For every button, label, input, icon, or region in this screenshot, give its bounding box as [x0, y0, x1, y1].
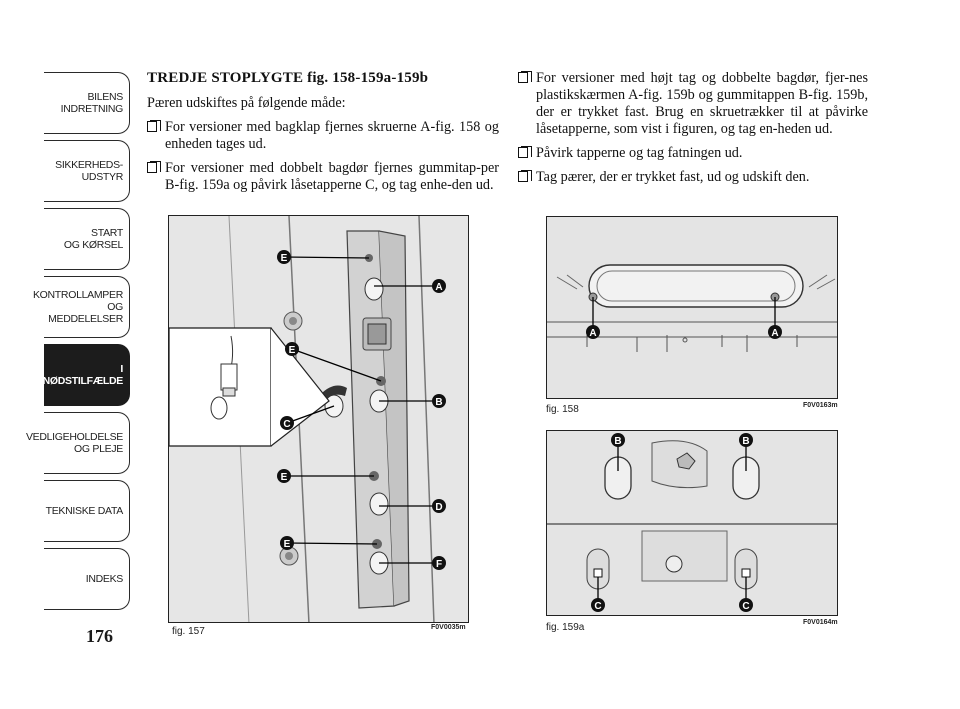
- figure-code: F0V0035m: [431, 624, 466, 631]
- figure-157: E A E B C E D E F: [168, 215, 469, 623]
- tab-label: TEKNISKE DATA: [45, 505, 124, 517]
- list-item-text: For versioner med dobbelt bagdør fjernes…: [165, 160, 499, 193]
- callout-letter: A: [589, 328, 596, 339]
- callout-letter: B: [742, 436, 749, 447]
- callout-letter: C: [283, 419, 290, 430]
- callout-a-right: A: [768, 325, 782, 339]
- callout-b-right: B: [739, 433, 753, 447]
- page-number: 176: [86, 626, 113, 646]
- callout-c-left: C: [591, 598, 605, 612]
- double-door-mounting-illustration: B B C C: [547, 431, 837, 615]
- taillight-assembly-illustration: E A E B C E D E F: [169, 216, 468, 622]
- tab-kontrollamper[interactable]: KONTROLLAMPER OG MEDDELELSER: [33, 276, 130, 338]
- checkbox-bullet-icon: [518, 146, 532, 158]
- right-column: For versioner med højt tag og dobbelte b…: [518, 70, 868, 193]
- checkbox-bullet-icon: [147, 120, 161, 132]
- callout-c: C: [280, 416, 294, 430]
- callout-a: A: [432, 279, 446, 293]
- list-item-text: Påvirk tapperne og tag fatningen ud.: [536, 145, 743, 161]
- list-item: Påvirk tapperne og tag fatningen ud.: [518, 145, 868, 162]
- tab-label: VEDLIGEHOLDELSE OG PLEJE: [25, 431, 123, 455]
- figure-code: F0V0164m: [803, 619, 838, 626]
- callout-e-2: E: [285, 342, 299, 356]
- callout-e-1: E: [277, 250, 291, 264]
- tab-label: INDEKS: [85, 573, 124, 585]
- tab-tekniske-data[interactable]: TEKNISKE DATA: [44, 480, 130, 542]
- list-item: For versioner med dobbelt bagdør fjernes…: [147, 160, 499, 194]
- list-item: Tag pærer, der er trykket fast, ud og ud…: [518, 169, 868, 186]
- callout-letter: A: [771, 328, 778, 339]
- callout-letter: A: [435, 282, 442, 293]
- tab-label: KONTROLLAMPER OG MEDDELELSER: [32, 289, 123, 325]
- figure-caption: fig. 159a: [546, 622, 585, 633]
- callout-letter: E: [284, 539, 291, 550]
- third-brake-light-illustration: A A: [547, 217, 837, 398]
- list-item: For versioner med højt tag og dobbelte b…: [518, 70, 868, 138]
- callout-letter: C: [742, 601, 749, 612]
- tab-start-og-korsel[interactable]: START OG KØRSEL: [44, 208, 130, 270]
- callout-e-4: E: [280, 536, 294, 550]
- callout-c-right: C: [739, 598, 753, 612]
- figure-caption: fig. 157: [172, 626, 205, 637]
- tab-bilens-indretning[interactable]: BILENS INDRETNING: [44, 72, 130, 134]
- section-title: TREDJE STOPLYGTE fig. 158-159a-159b: [147, 70, 429, 86]
- callout-letter: B: [435, 397, 442, 408]
- callout-f: F: [432, 556, 446, 570]
- callout-letter: B: [614, 436, 621, 447]
- callout-letter: E: [281, 253, 288, 264]
- tab-label: BILENS INDRETNING: [60, 91, 124, 115]
- left-column: TREDJE STOPLYGTE fig. 158-159a-159b Pære…: [147, 70, 499, 201]
- figure-159a: B B C C: [546, 430, 838, 616]
- list-item-text: For versioner med bagklap fjernes skruer…: [165, 119, 499, 152]
- callout-e-3: E: [277, 469, 291, 483]
- callout-letter: E: [281, 472, 288, 483]
- figure-code: F0V0163m: [803, 402, 838, 409]
- callout-b: B: [432, 394, 446, 408]
- figure-158: A A: [546, 216, 838, 399]
- callout-letter: C: [594, 601, 601, 612]
- callout-letter: D: [435, 502, 442, 513]
- intro-text: Pæren udskiftes på følgende måde:: [147, 95, 346, 111]
- callout-a-left: A: [586, 325, 600, 339]
- tab-indeks[interactable]: INDEKS: [44, 548, 130, 610]
- list-item-text: Tag pærer, der er trykket fast, ud og ud…: [536, 169, 810, 185]
- callout-b-left: B: [611, 433, 625, 447]
- checkbox-bullet-icon: [518, 170, 532, 182]
- tab-label: I NØDSTILFÆLDE: [42, 363, 124, 387]
- checkbox-bullet-icon: [518, 71, 532, 83]
- callout-letter: E: [289, 345, 296, 356]
- tab-vedligeholdelse[interactable]: VEDLIGEHOLDELSE OG PLEJE: [26, 412, 130, 474]
- list-item-text: For versioner med højt tag og dobbelte b…: [536, 70, 868, 137]
- callout-d: D: [432, 499, 446, 513]
- tab-label: START OG KØRSEL: [63, 227, 123, 251]
- tab-sikkerhedsudstyr[interactable]: SIKKERHEDS- UDSTYR: [44, 140, 130, 202]
- list-item: For versioner med bagklap fjernes skruer…: [147, 119, 499, 153]
- tab-i-nodstilfaelde[interactable]: I NØDSTILFÆLDE: [42, 344, 130, 406]
- tab-label: SIKKERHEDS- UDSTYR: [55, 159, 123, 183]
- checkbox-bullet-icon: [147, 161, 161, 173]
- figure-caption: fig. 158: [546, 404, 579, 415]
- callout-letter: F: [436, 559, 442, 570]
